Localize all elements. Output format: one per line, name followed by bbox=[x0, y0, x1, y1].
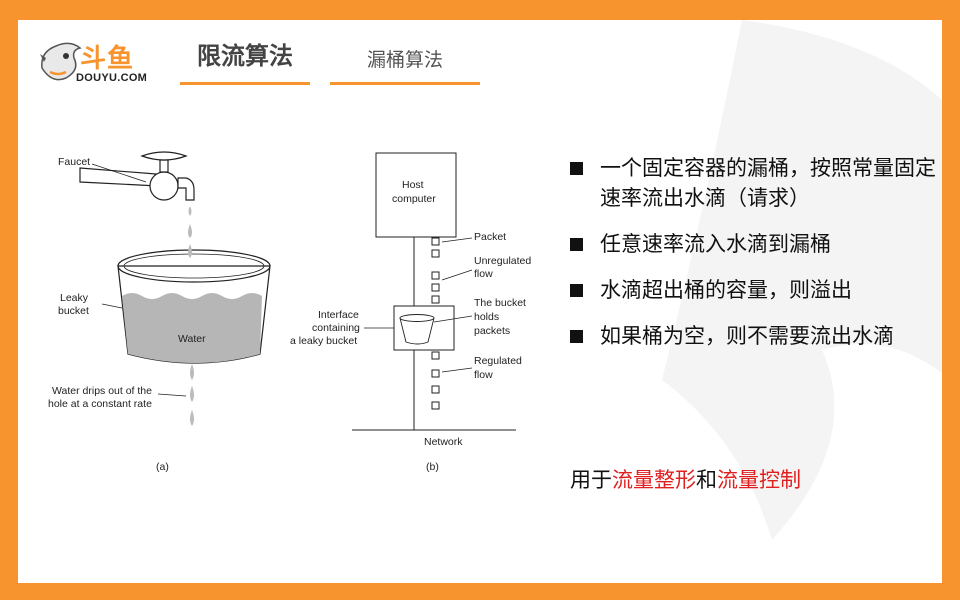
tab-leaky-bucket[interactable]: 漏桶算法 bbox=[330, 38, 480, 85]
tab-rate-limiting-label: 限流算法 bbox=[197, 42, 293, 70]
bullet-square-icon bbox=[570, 238, 583, 251]
traffic-shaping-term: 流量整形 bbox=[612, 468, 696, 492]
caption-a: (a) bbox=[156, 461, 169, 473]
shark-mascot-icon bbox=[40, 42, 82, 81]
watermark-shape bbox=[662, 20, 942, 540]
usage-prefix: 用于 bbox=[570, 468, 612, 492]
tab-leaky-bucket-label: 漏桶算法 bbox=[366, 49, 443, 71]
regulated-label-line1: Regulated bbox=[474, 355, 522, 367]
unregulated-label-line2: flow bbox=[474, 268, 493, 280]
slide: 斗鱼 DOUYU.COM 限流算法 漏桶算法 Faucet bbox=[18, 20, 942, 583]
drips-label-line2: hole at a constant rate bbox=[48, 398, 152, 410]
bullet-item: 一个固定容器的漏桶，按照常量固定速率流出水滴（请求） bbox=[570, 153, 940, 213]
interface-label-line1: Interface bbox=[318, 309, 359, 321]
host-label-line2: computer bbox=[392, 193, 436, 205]
usage-summary: 用于流量整形和流量控制 bbox=[570, 464, 801, 494]
network-diagram bbox=[352, 152, 516, 431]
unregulated-label-line1: Unregulated bbox=[474, 255, 531, 267]
bucket-holds-label-line1: The bucket bbox=[474, 297, 526, 309]
bucket-holds-label-line2: holds bbox=[474, 311, 499, 323]
faucet-label: Faucet bbox=[58, 156, 90, 168]
bucket-holds-label-line3: packets bbox=[474, 325, 510, 337]
interface-label-line2: containing bbox=[312, 322, 360, 334]
faucet-drawing bbox=[79, 151, 195, 216]
bullet-item: 水滴超出桶的容量，则溢出 bbox=[570, 275, 940, 305]
bullet-square-icon bbox=[570, 162, 583, 175]
tab-rate-limiting[interactable]: 限流算法 bbox=[180, 38, 310, 85]
logo-chinese-text: 斗鱼 bbox=[80, 44, 135, 74]
bucket-drawing bbox=[117, 224, 271, 426]
leaky-label-line2: bucket bbox=[58, 305, 89, 317]
bullet-list: 一个固定容器的漏桶，按照常量固定速率流出水滴（请求） 任意速率流入水滴到漏桶 水… bbox=[570, 153, 940, 367]
bullet-square-icon bbox=[570, 330, 583, 343]
host-label-line1: Host bbox=[402, 179, 424, 191]
drips-label-line1: Water drips out of the bbox=[52, 385, 152, 397]
traffic-control-term: 流量控制 bbox=[717, 468, 801, 492]
douyu-logo: 斗鱼 DOUYU.COM bbox=[36, 38, 148, 100]
bullet-item: 如果桶为空，则不需要流出水滴 bbox=[570, 321, 940, 351]
leaky-bucket-figure: Faucet Water Leaky bucket Water drips ou… bbox=[48, 151, 531, 473]
caption-b: (b) bbox=[426, 461, 439, 473]
water-label: Water bbox=[178, 333, 206, 345]
regulated-label-line2: flow bbox=[474, 369, 493, 381]
bullet-square-icon bbox=[570, 284, 583, 297]
bullet-item: 任意速率流入水滴到漏桶 bbox=[570, 229, 940, 259]
logo-domain-text: DOUYU.COM bbox=[76, 72, 148, 84]
network-label: Network bbox=[424, 436, 463, 448]
packet-label: Packet bbox=[474, 231, 506, 243]
leaky-label-line1: Leaky bbox=[60, 292, 89, 304]
interface-label-line3: a leaky bucket bbox=[290, 335, 357, 347]
usage-conjunction: 和 bbox=[696, 468, 717, 492]
